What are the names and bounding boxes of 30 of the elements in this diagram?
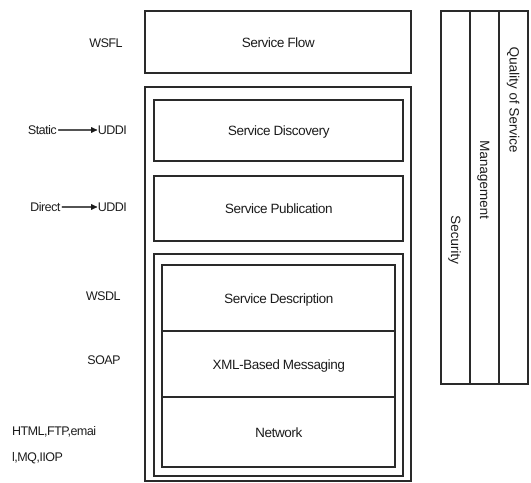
protocol-label: SOAP [86, 352, 120, 369]
protocol-text: UDDI [98, 200, 126, 214]
layer-label: Service Publication [224, 201, 332, 216]
layer-box [161, 330, 396, 398]
column-box [440, 10, 471, 385]
layer-label: XML-Based Messaging [212, 356, 344, 372]
column-label: Management [477, 140, 492, 219]
layer-label: Service Discovery [228, 123, 330, 138]
column-label: Quality of Service [506, 46, 521, 152]
frame-box [153, 253, 404, 477]
protocol-text: UDDI [98, 123, 126, 137]
protocol-label: HTML,FTP,emai l,MQ,IIOP [12, 423, 97, 466]
layer-box [144, 10, 412, 74]
frame-box [144, 86, 412, 482]
layer-box [153, 99, 404, 162]
layer-box [153, 175, 404, 242]
arrow [58, 126, 98, 134]
layer-label: Network [255, 424, 302, 440]
column-label: Security [448, 215, 463, 264]
column-box [498, 10, 529, 385]
column-box [469, 10, 500, 385]
protocol-text: Static [28, 123, 56, 137]
layer-label: Service Flow [242, 34, 314, 50]
protocol-label: WSDL [84, 288, 120, 305]
protocol-text: Direct [30, 200, 60, 214]
protocol-label: WSFL [88, 35, 122, 52]
arrow [62, 204, 98, 210]
layer-box [161, 264, 396, 332]
layer-box [161, 396, 396, 468]
layer-label: Service Description [224, 290, 333, 306]
